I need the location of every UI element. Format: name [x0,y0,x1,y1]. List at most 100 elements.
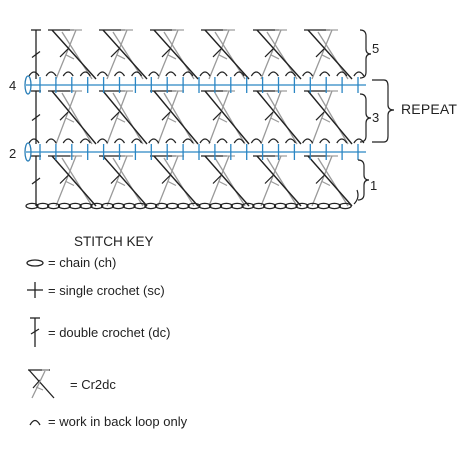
cr2dc-icon [28,369,55,399]
row5-cr2dc-light2-2 [157,29,179,80]
row1-cr2dc-bar2-2 [167,180,177,187]
back-loop-icon [29,419,41,426]
foundation-chain [187,202,201,210]
foundation-chain [273,202,287,210]
row5-cr2dc-light2-4 [260,29,282,80]
row2-backloop-arc [45,138,57,144]
row1-cr2dc-bar-2 [161,175,171,184]
row5-cr2dc-light2-1 [106,29,128,80]
row5-cr2dc-bar2-1 [116,54,126,60]
row3-cr2dc-bar2-1 [116,117,126,123]
foundation-chain [100,202,115,210]
row1-cr2dc-light2-0 [55,155,77,207]
row2-turning-chain [24,142,32,162]
key-item-sc: = single crochet (sc) [24,280,165,300]
row3-cr2dc-bar-2 [161,111,171,121]
foundation-chain [133,202,147,210]
foundation-chain [176,202,190,210]
row4-backloop-arc [96,71,108,77]
row1-cr2dc-light-4 [266,157,298,207]
row3-cr2dc-dark-4 [256,90,302,145]
key-item-chain: = chain (ch) [24,255,116,270]
row1-cr2dc-dark-5 [307,155,353,207]
foundation-chain [295,202,309,210]
foundation-chain [111,202,126,210]
row5-cr2dc-bar-2 [161,48,171,58]
stitch-key: STITCH KEY = chain (ch) = single crochet… [0,230,468,464]
row4-backloop-arc [131,71,143,77]
row2-backloop-arc [182,138,194,144]
foundation-chain [36,202,50,210]
foundation-chain-turn [353,189,359,205]
row3-cr2dc-bar-5 [315,111,325,121]
row4-backloop-arc [216,71,228,77]
row5-cr2dc-light-3 [214,31,246,80]
row1-cr2dc-bar2-1 [116,180,126,187]
row5-cr2dc-bar-4 [264,48,274,58]
chart-svg [24,29,395,210]
foundation-chain [306,202,320,210]
row5-cr2dc-light-0 [61,31,93,80]
row3-cr2dc-bar-0 [59,111,69,121]
row1-cr2dc-light-2 [163,157,195,207]
row1-cr2dc-light2-2 [157,155,179,207]
row2-backloop-arc [62,138,74,144]
foundation-chain [219,202,233,210]
foundation-chain [317,202,331,210]
row4-backloop-arc [250,71,262,77]
row1-cr2dc-bar2-3 [218,180,228,187]
row2-backloop-arc [216,138,228,144]
row2-backloop-arc [302,138,314,144]
row4-turning-chain [24,75,32,95]
key-label-dc: = double crochet (dc) [48,324,171,340]
row1-cr2dc-bar2-0 [65,180,75,187]
row3-cr2dc-dark-0 [51,90,97,145]
row4-backloop-arc [28,71,40,77]
row5-cr2dc-light2-0 [55,29,77,80]
row2-backloop-arc [113,138,126,144]
row3-cr2dc-light-3 [214,92,246,145]
row3-cr2dc-light2-2 [157,90,179,145]
row1-cr2dc-bar-1 [110,175,120,184]
double-crochet-icon [30,317,40,347]
foundation-chain [46,202,61,210]
row1-cr2dc-dark-4 [256,155,302,207]
row3-cr2dc-dark-2 [153,90,199,145]
row3-cr2dc-bar2-2 [167,117,177,123]
row1-cr2dc-bar2-5 [321,180,331,187]
row3-cr2dc-light2-0 [55,90,77,145]
foundation-chain [198,202,212,210]
row1-dc-start-bar [31,177,41,185]
row2-backloop-arc [199,138,211,144]
row5-cr2dc-dark-5 [307,29,353,80]
row5-cr2dc-bar-1 [110,48,120,58]
row3-cr2dc-light2-1 [106,90,128,145]
row4-backloop-arc [182,71,194,77]
row2-backloop-arc [284,138,297,144]
row4-backloop-arc [267,71,279,77]
row1-cr2dc-light2-4 [260,155,282,207]
row2-backloop-arc [28,138,40,144]
row5-cr2dc-bar2-2 [167,54,177,60]
row2-backloop-arc [233,138,245,144]
row4-backloop-arc [319,71,331,77]
row3-cr2dc-dark-5 [307,90,353,145]
foundation-chain [338,202,352,210]
row1-cr2dc-light2-1 [106,155,128,207]
row5-cr2dc-dark-3 [204,29,250,80]
stitch-key-title: STITCH KEY [74,234,154,249]
row4-backloop-arc [62,71,74,77]
row1-cr2dc-dark-3 [204,155,250,207]
row1-cr2dc-bar-5 [315,175,325,184]
row1-cr2dc-bar2-4 [270,180,280,187]
crochet-chart: 5 4 3 2 1 REPEAT [9,29,457,210]
row5-cr2dc-dark-2 [153,29,199,80]
row3-cr2dc-light-5 [317,92,349,145]
row1-cr2dc-bar-3 [212,175,222,184]
row4-backloop-arc [284,71,297,77]
row5-cr2dc-dark-4 [256,29,302,80]
row5-cr2dc-light2-5 [311,29,333,80]
row4-backloop-arc [45,71,57,77]
row1-cr2dc-light2-5 [311,155,333,207]
row3-cr2dc-dark-1 [102,90,148,145]
